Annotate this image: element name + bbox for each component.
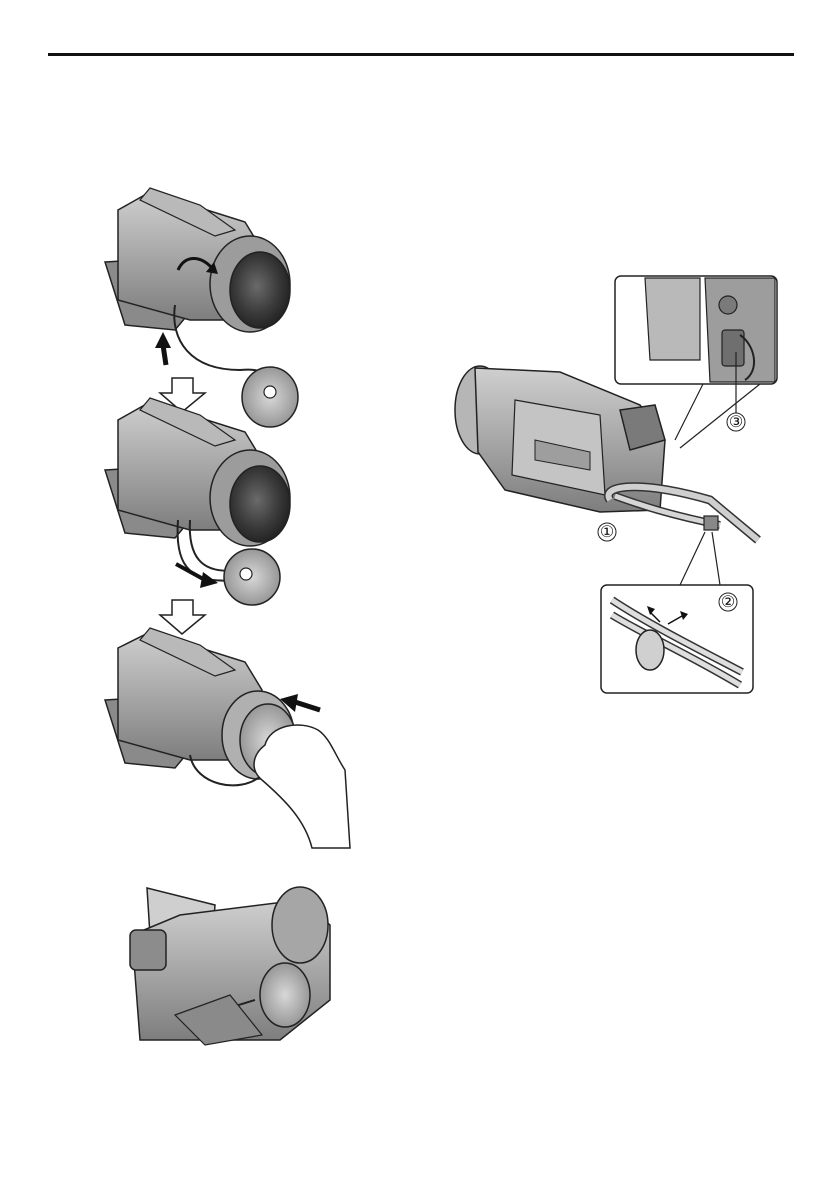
step-4-camera-illustration <box>130 887 330 1045</box>
svg-text:③: ③ <box>729 414 743 431</box>
detail-inset-strap-mount <box>615 276 777 413</box>
lens-cap <box>224 549 280 605</box>
down-arrow-icon <box>160 600 205 634</box>
callout-2: ② <box>719 593 737 611</box>
step-2-camera-illustration <box>105 398 290 605</box>
lens-cap <box>242 367 298 427</box>
svg-text:②: ② <box>721 594 735 611</box>
callout-1: ① <box>598 523 616 541</box>
hand-illustration <box>254 725 350 848</box>
step-1-camera-illustration <box>105 188 298 427</box>
shoulder-strap-illustration <box>455 366 760 585</box>
callout-3: ③ <box>727 413 745 431</box>
svg-text:①: ① <box>600 524 614 541</box>
step-3-camera-illustration <box>105 628 350 848</box>
